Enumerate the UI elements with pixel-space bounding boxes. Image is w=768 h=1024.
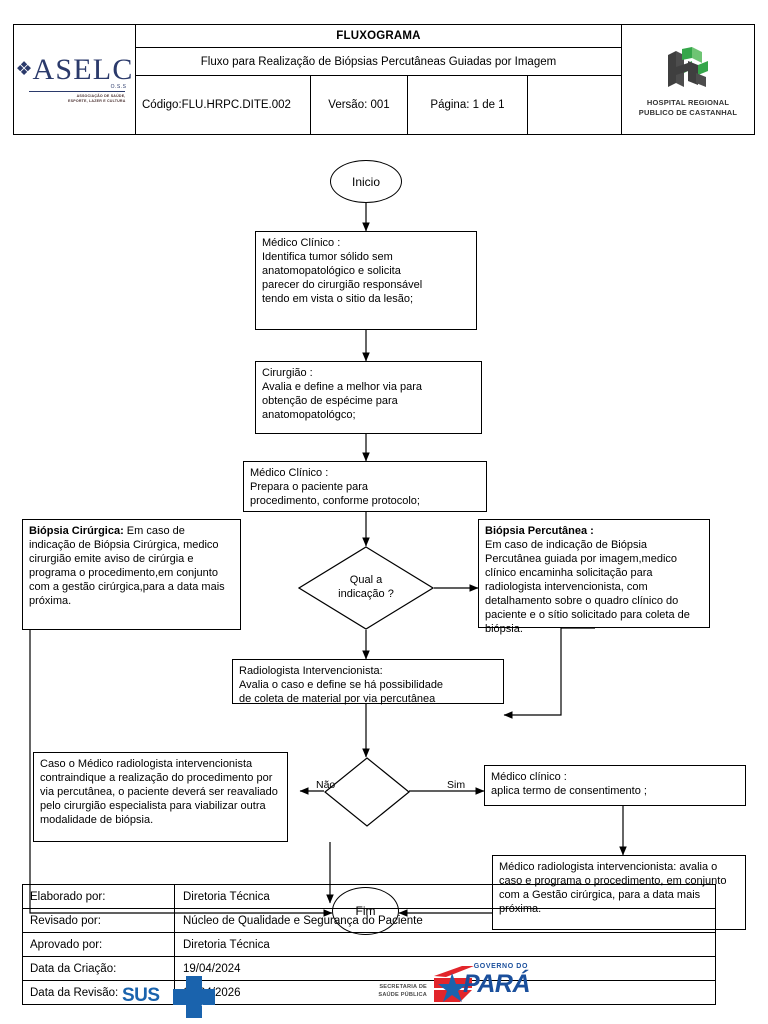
flow-node-termo-consentimento[interactable]: Médico clínico : aplica termo de consent… bbox=[484, 765, 746, 806]
header-title-block: FLUXOGRAMA Fluxo para Realização de Bióp… bbox=[136, 25, 621, 134]
flow-end-label: Fim bbox=[355, 904, 376, 918]
signoff-value-2: Diretoria Técnica bbox=[183, 938, 270, 951]
table-row: Data da Criação: 19/04/2024 bbox=[23, 957, 715, 981]
flow-node-biopsia-percutanea[interactable]: Biópsia Percutânea : Em caso de indicaçã… bbox=[478, 519, 710, 635]
flow-node-cirurgiao[interactable]: Cirurgião : Avalia e define a melhor via… bbox=[255, 361, 482, 434]
document-page-number: Página: 1 de 1 bbox=[408, 76, 528, 134]
radio-line3: de coleta de material por via percutânea bbox=[239, 692, 436, 705]
para-wordmark: PARÁ bbox=[463, 970, 530, 998]
signoff-label-3: Data da Criação: bbox=[23, 957, 175, 980]
node2-line3: obtenção de espécime para bbox=[262, 394, 398, 407]
hospital-logo-cell: HOSPITAL REGIONAL PUBLICO DE CASTANHAL bbox=[621, 25, 754, 134]
header-meta-row: Código:FLU.HRPC.DITE.002 Versão: 001 Pág… bbox=[136, 76, 621, 134]
left-box-text: Em caso de indicação de Biópsia Cirúrgic… bbox=[29, 525, 225, 607]
flow-node-medico-clinico-2[interactable]: Médico Clínico : Prepara o paciente para… bbox=[243, 461, 487, 512]
node1-line4: parecer do cirurgião responsável bbox=[262, 278, 423, 291]
node2-line2: Avalia e define a melhor via para bbox=[262, 380, 423, 393]
right-box-title: Biópsia Percutânea : bbox=[485, 525, 594, 537]
node3-line1: Médico Clínico : bbox=[250, 467, 329, 479]
final-box-text: Médico radiologista intervencionista: av… bbox=[499, 861, 727, 915]
signoff-label-1: Revisado por: bbox=[23, 909, 175, 932]
node1-line3: anatomopatológico e solicita bbox=[262, 264, 401, 277]
edge-label-sim: Sim bbox=[447, 779, 466, 791]
document-title: FLUXOGRAMA bbox=[136, 25, 621, 48]
signoff-value-1: Núcleo de Qualidade e Segurança do Pacie… bbox=[183, 914, 423, 927]
header-blank-cell bbox=[528, 76, 621, 134]
table-row: Aprovado por: Diretoria Técnica bbox=[23, 933, 715, 957]
aselc-logo: ❖ ASELC O.S.S ASSOCIAÇÃO DE SAÚDE, ESPOR… bbox=[15, 52, 134, 105]
document-header-table: ❖ ASELC O.S.S ASSOCIAÇÃO DE SAÚDE, ESPOR… bbox=[13, 24, 755, 135]
aselc-subtitle-line2: ESPORTE, LAZER E CULTURA bbox=[68, 99, 126, 103]
node1-line2: Identifica tumor sólido sem bbox=[262, 250, 393, 263]
aselc-wordmark: ASELC bbox=[32, 52, 134, 86]
node1-line5: tendo em vista o sitio da lesão; bbox=[262, 292, 414, 305]
para-emblem-icon bbox=[434, 966, 474, 1002]
contra-box-text: Caso o Médico radiologista intervencioni… bbox=[40, 758, 278, 826]
flow-decision-qual-indicacao[interactable]: Qual a indicação ? bbox=[298, 546, 434, 630]
hospital-name-line2: PUBLICO DE CASTANHAL bbox=[638, 108, 738, 117]
flow-end-node[interactable]: Fim bbox=[332, 887, 399, 935]
aselc-subtitle-line1: ASSOCIAÇÃO DE SAÚDE, bbox=[76, 93, 126, 98]
para-gov-label: GOVERNO DO bbox=[473, 963, 528, 970]
aselc-oss-label: O.S.S bbox=[110, 83, 127, 90]
secretaria-line1: SECRETARIA DE bbox=[379, 984, 427, 990]
flow-node-contraindicacao[interactable]: Caso o Médico radiologista intervencioni… bbox=[33, 752, 288, 842]
hospital-hr-icon bbox=[658, 41, 718, 93]
sus-wordmark: SUS bbox=[122, 985, 160, 1006]
edge-label-nao: Não bbox=[316, 779, 336, 791]
radio-line1: Radiologista Intervencionista: bbox=[239, 665, 383, 677]
consent-line1: Médico clínico : bbox=[491, 771, 567, 783]
flow-node-biopsia-cirurgica[interactable]: Biópsia Cirúrgica: Em caso de indicação … bbox=[22, 519, 241, 630]
document-version: Versão: 001 bbox=[311, 76, 408, 134]
table-row: Elaborado por: Diretoria Técnica bbox=[23, 885, 715, 909]
secretaria-line2: SAÚDE PÚBLICA bbox=[378, 992, 427, 999]
signoff-value-3: 19/04/2024 bbox=[183, 962, 241, 975]
sus-cross-icon bbox=[173, 976, 215, 1018]
flow-decision-possibilidade[interactable] bbox=[324, 757, 410, 827]
aselc-logo-cell: ❖ ASELC O.S.S ASSOCIAÇÃO DE SAÚDE, ESPOR… bbox=[14, 25, 136, 134]
node3-line3: procedimento, conforme protocolo; bbox=[250, 494, 420, 507]
right-box-text: Em caso de indicação de Biópsia Percutân… bbox=[485, 538, 690, 635]
left-box-title: Biópsia Cirúrgica: bbox=[29, 525, 124, 537]
signoff-label-2: Aprovado por: bbox=[23, 933, 175, 956]
aselc-diamond-icon: ❖ bbox=[15, 59, 32, 81]
flow-start-node[interactable]: Inicio bbox=[330, 160, 402, 203]
consent-line2: aplica termo de consentimento ; bbox=[491, 784, 647, 797]
node1-line1: Médico Clínico : bbox=[262, 237, 341, 249]
flow-start-label: Inicio bbox=[351, 174, 380, 189]
secretaria-saude-logo: SECRETARIA DE SAÚDE PÚBLICA bbox=[365, 983, 427, 1000]
sus-logo: SUS bbox=[122, 975, 215, 1019]
aselc-divider bbox=[28, 90, 125, 92]
signoff-value-0: Diretoria Técnica bbox=[183, 890, 270, 903]
flow-node-medico-clinico-1[interactable]: Médico Clínico : Identifica tumor sólido… bbox=[255, 231, 477, 330]
flow-node-radiologista-intervencionista[interactable]: Radiologista Intervencionista: Avalia o … bbox=[232, 659, 504, 705]
node2-line1: Cirurgião : bbox=[262, 367, 313, 379]
document-subtitle: Fluxo para Realização de Biópsias Percut… bbox=[136, 48, 621, 76]
node2-line4: anatomopatológco; bbox=[262, 408, 356, 421]
radio-line2: Avalia o caso e define se há possibilida… bbox=[239, 678, 444, 691]
hospital-name-line1: HOSPITAL REGIONAL bbox=[646, 97, 730, 107]
flow-node-programa-procedimento[interactable]: Médico radiologista intervencionista: av… bbox=[492, 855, 746, 930]
document-code: Código:FLU.HRPC.DITE.002 bbox=[136, 76, 311, 134]
table-row: Revisado por: Núcleo de Qualidade e Segu… bbox=[23, 909, 715, 933]
governo-para-logo: GOVERNO DO PARÁ bbox=[432, 962, 530, 1004]
node3-line2: Prepara o paciente para bbox=[250, 480, 369, 493]
signoff-label-0: Elaborado por: bbox=[23, 885, 175, 908]
